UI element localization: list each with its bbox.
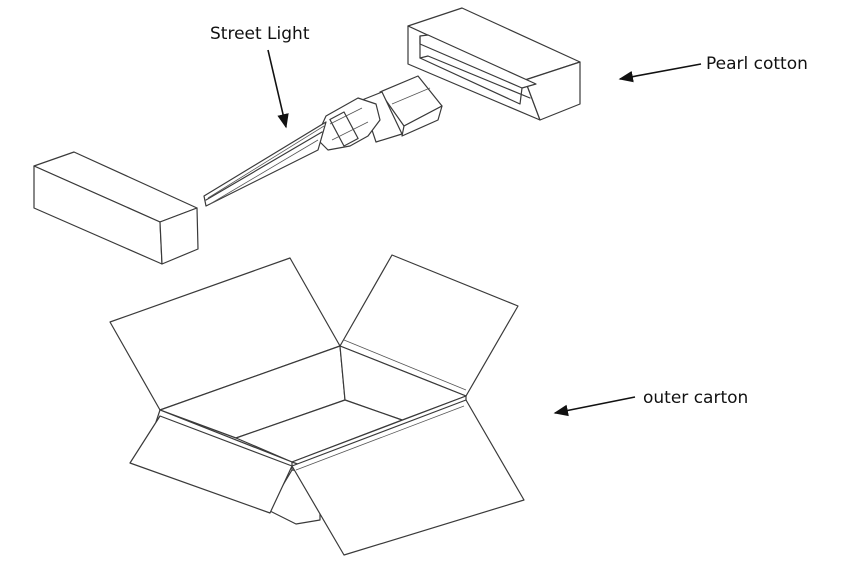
label-pearl-cotton: Pearl cotton [706,54,808,74]
arrow-outer-carton [553,396,636,417]
pearl-cotton-block-left [33,151,199,265]
outer-carton [109,254,525,556]
label-street-light: Street Light [210,24,310,44]
street-light [203,75,443,207]
pearl-cotton-block-right [407,7,581,121]
arrow-street-light [267,49,289,129]
label-outer-carton: outer carton [643,388,748,408]
arrow-pearl-cotton [618,63,702,83]
